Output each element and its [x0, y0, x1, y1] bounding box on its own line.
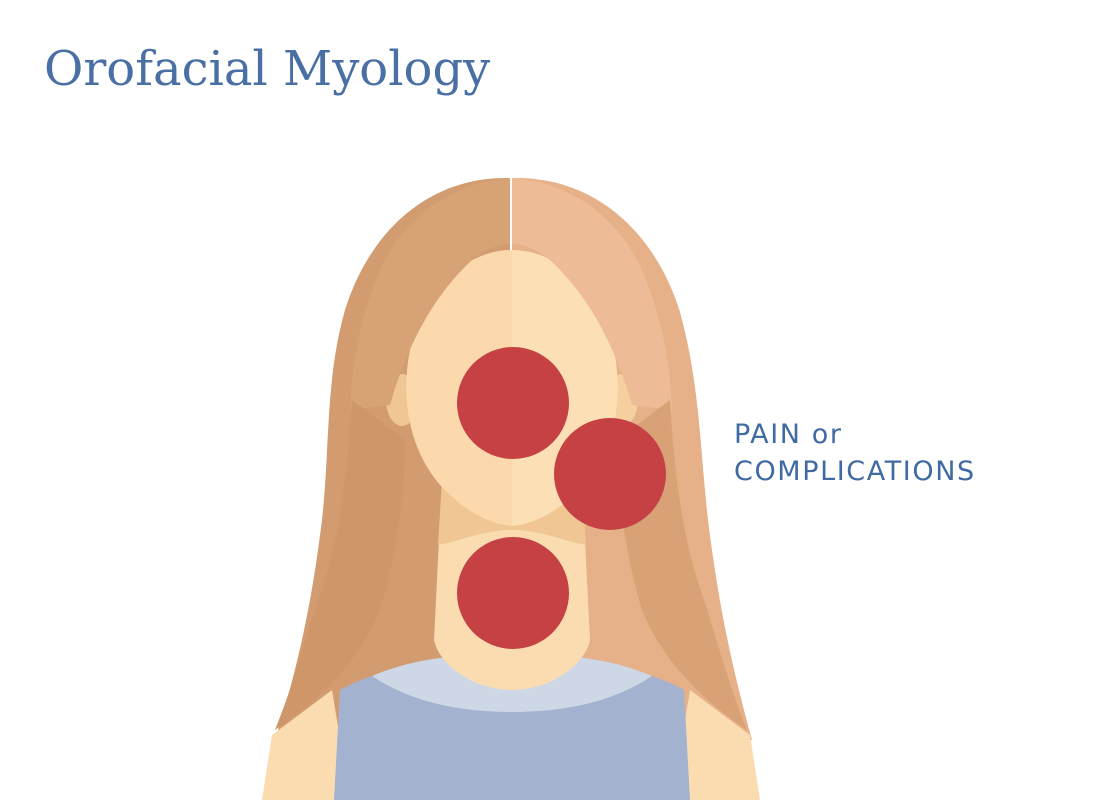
- page-title: Orofacial Myology: [44, 41, 491, 97]
- pain-label-line-1: PAIN or: [734, 419, 843, 450]
- pain-marker-neck: [457, 537, 569, 649]
- pain-label: PAIN or COMPLICATIONS: [734, 416, 976, 490]
- pain-label-line-2: COMPLICATIONS: [734, 456, 976, 487]
- pain-marker-jaw: [554, 418, 666, 530]
- hair-side-left: [275, 400, 405, 730]
- pain-marker-face: [457, 347, 569, 459]
- left-shoulder: [262, 690, 350, 800]
- hair-front-right: [512, 178, 672, 410]
- hair-front-left: [350, 178, 510, 410]
- right-shoulder: [672, 690, 760, 800]
